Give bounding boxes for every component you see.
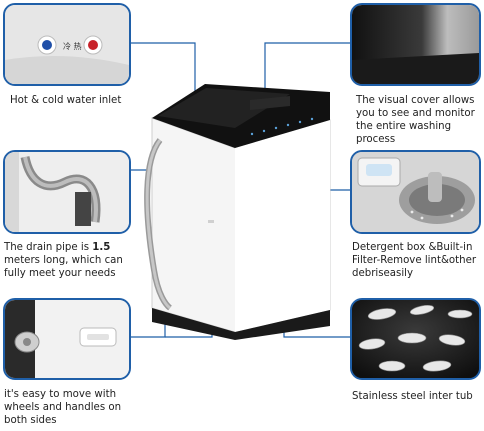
washing-machine-illustration: [144, 84, 331, 340]
drain-pipe-text-post: meters long, which can fully meet your n…: [4, 255, 123, 279]
wheels-image: [3, 298, 131, 380]
visual-cover-image: [350, 3, 481, 86]
caption-detergent-box: Detergent box &Built-in Filter-Remove li…: [352, 242, 477, 279]
inlet-label: 冷 热: [63, 41, 82, 51]
inlet-image: 冷 热: [3, 3, 131, 86]
cold-inlet-icon: [42, 40, 52, 50]
steel-tub-image: [350, 298, 481, 380]
caption-visual-cover: The visual cover allows you to see and m…: [356, 95, 475, 145]
drain-pipe-length: 1.5: [92, 242, 111, 253]
caption-hot-cold-inlet: Hot & cold water inlet: [10, 95, 122, 106]
caption-steel-tub: Stainless steel inter tub: [352, 391, 473, 402]
drain-pipe-image: [3, 150, 131, 234]
detergent-box-image: [350, 150, 481, 234]
caption-wheels: it's easy to move with wheels and handle…: [4, 389, 122, 426]
hot-inlet-icon: [88, 40, 98, 50]
drain-pipe-text-pre: The drain pipe is: [4, 242, 93, 253]
caption-drain-pipe: The drain pipe is 1.5 meters long, which…: [4, 241, 139, 280]
